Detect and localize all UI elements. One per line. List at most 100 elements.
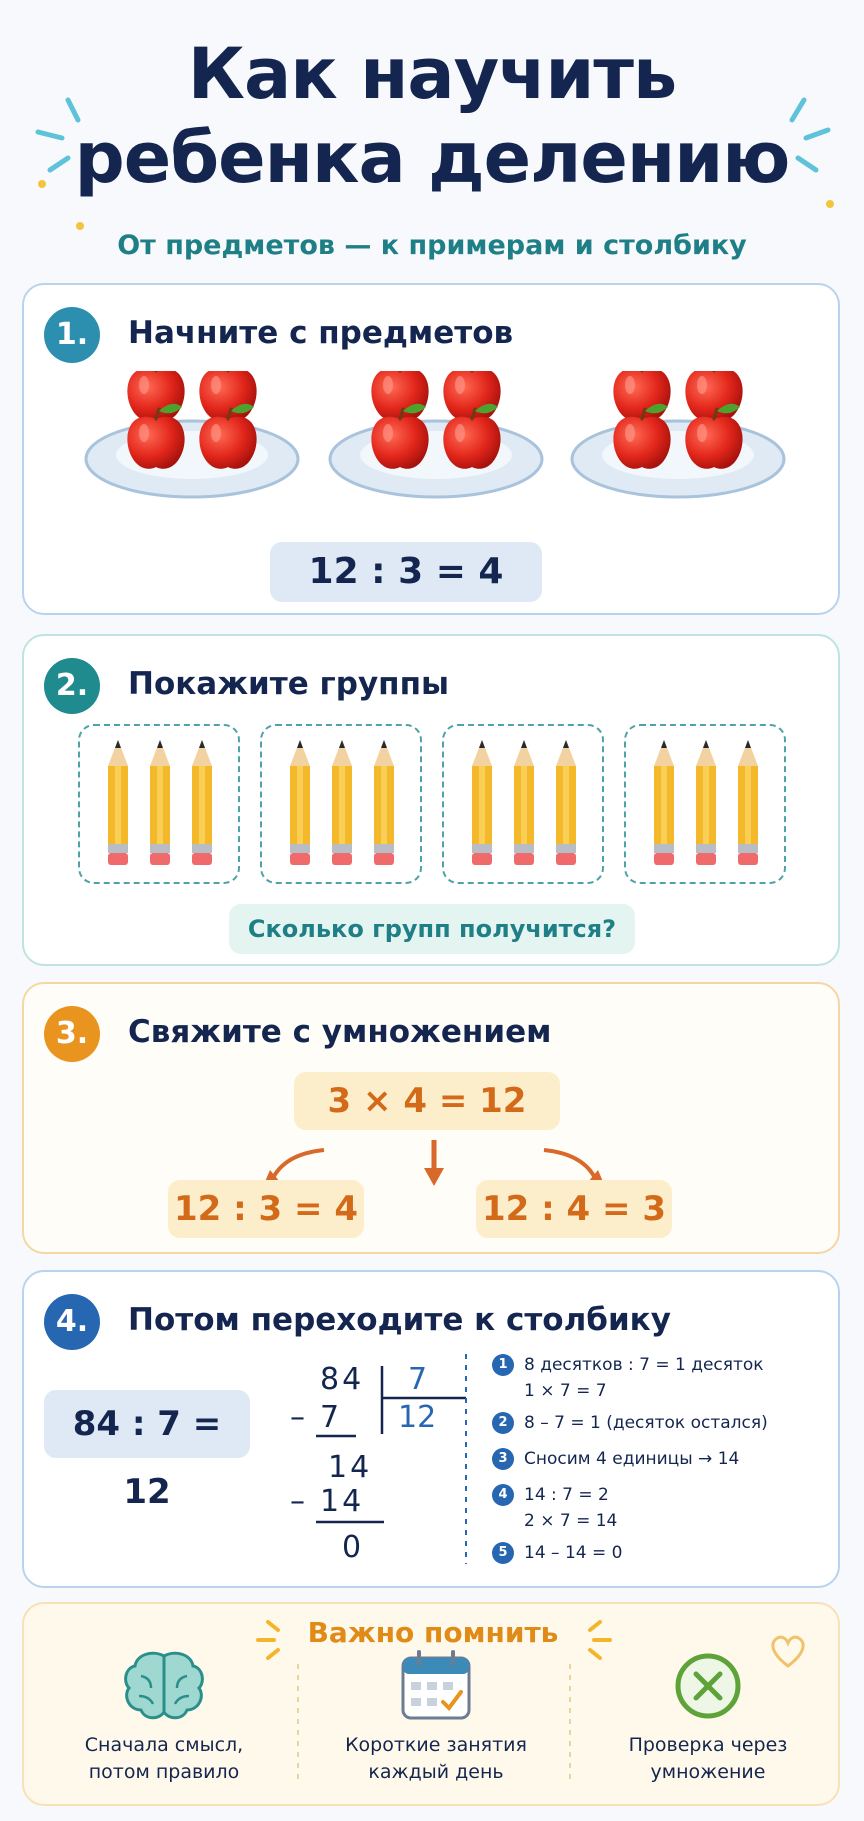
section-title: Покажите группы xyxy=(128,666,450,702)
sparkle-left-icon xyxy=(35,97,84,230)
pencil-group-3 xyxy=(442,724,604,884)
brain-icon xyxy=(124,1651,204,1720)
page-title-line1: Как научить xyxy=(187,33,678,115)
heart-icon xyxy=(771,1635,805,1668)
equation-box: 84 : 7 = 12 xyxy=(44,1390,250,1512)
apple-icon xyxy=(685,403,743,469)
tip-label-line1: Короткие занятия xyxy=(345,1734,527,1756)
step-number: 1 xyxy=(492,1354,514,1376)
tip-daily xyxy=(306,1648,566,1726)
pencil-icon xyxy=(290,740,394,865)
tip-label: Короткие занятия каждый день xyxy=(306,1732,566,1786)
tip-label-line1: Проверка через xyxy=(628,1734,788,1756)
section-multiplication: 3. Свяжите с умножением 3 × 4 = 12 12 : … xyxy=(22,982,840,1254)
page-title-line2: ребенка делению xyxy=(74,117,791,199)
step-2: 2 8 – 7 = 1 (десяток остался) xyxy=(492,1410,768,1436)
section-remember: Важно помнить Сначала смысл, потом прави… xyxy=(22,1602,840,1806)
calendar-icon xyxy=(401,1650,471,1720)
right-equation-box: 12 : 4 = 3 xyxy=(476,1180,672,1238)
section-objects: 1. Начните с предметов 12 : 3 = 4 xyxy=(22,283,840,615)
main-equation-box: 3 × 4 = 12 xyxy=(294,1072,560,1130)
step-number: 4 xyxy=(492,1484,514,1506)
tip-meaning xyxy=(34,1648,294,1726)
pencil-icon xyxy=(108,740,212,865)
divider-line xyxy=(465,1354,467,1564)
divider-line xyxy=(569,1664,571,1784)
question-box: Сколько групп получится? xyxy=(229,904,635,954)
tip-label: Сначала смысл, потом правило xyxy=(34,1732,294,1786)
tip-label-line1: Сначала смысл, xyxy=(84,1734,244,1756)
pencil-icon xyxy=(654,740,758,865)
pencil-icon xyxy=(192,740,212,865)
pencil-group-1 xyxy=(78,724,240,884)
pencil-icon xyxy=(108,740,128,865)
pencil-icon xyxy=(556,740,576,865)
apple-icon xyxy=(613,371,671,421)
section-long-division: 4. Потом переходите к столбику 84 : 7 = … xyxy=(22,1270,840,1588)
apple-icon xyxy=(443,403,501,469)
pencil-group-2 xyxy=(260,724,422,884)
tip-label-line2: каждый день xyxy=(368,1761,504,1783)
pencil-icon xyxy=(472,740,576,865)
pencil-icon xyxy=(290,740,310,865)
step-number: 3 xyxy=(492,1448,514,1470)
section-title: Потом переходите к столбику xyxy=(128,1302,671,1338)
tip-label-line2: потом правило xyxy=(88,1761,240,1783)
apple-plates-illustration xyxy=(84,371,786,499)
step-number: 5 xyxy=(492,1542,514,1564)
pencil-icon xyxy=(332,740,352,865)
plate-1 xyxy=(84,419,300,499)
step-text: 8 – 7 = 1 (десяток остался) xyxy=(524,1413,768,1433)
page-subtitle: От предметов — к примерам и столбику xyxy=(117,230,747,261)
division-lines xyxy=(316,1366,466,1524)
step-text: 14 : 7 = 2 xyxy=(524,1485,609,1505)
step-text: 14 – 14 = 0 xyxy=(524,1543,623,1563)
pencil-icon xyxy=(654,740,674,865)
divider-line xyxy=(297,1664,299,1784)
step-text-2: 1 × 7 = 7 xyxy=(524,1381,607,1401)
pencil-icon xyxy=(514,740,534,865)
plate-3 xyxy=(570,419,786,499)
section-number: 3. xyxy=(44,1006,100,1062)
quotient: 12 xyxy=(398,1400,437,1435)
apple-icon xyxy=(127,403,185,469)
apple-icon xyxy=(371,371,429,421)
apple-icon xyxy=(199,403,257,469)
apple-icon xyxy=(613,403,671,469)
pencil-icon xyxy=(374,740,394,865)
apple-icon xyxy=(443,371,501,421)
tip-check xyxy=(578,1648,838,1726)
equation-box: 12 : 3 = 4 xyxy=(270,542,542,602)
step-text: 8 десятков : 7 = 1 десяток xyxy=(524,1355,764,1375)
remember-title: Важно помнить xyxy=(307,1616,559,1649)
apple-icon xyxy=(199,371,257,421)
step-number: 2 xyxy=(492,1412,514,1434)
minus-sign: – xyxy=(290,1400,305,1435)
left-equation-box: 12 : 3 = 4 xyxy=(168,1180,364,1238)
section-number: 1. xyxy=(44,307,100,363)
pencil-icon xyxy=(738,740,758,865)
pencil-group-4 xyxy=(624,724,786,884)
plate-2 xyxy=(328,419,544,499)
section-groups: 2. Покажите группы Сколько групп получит… xyxy=(22,634,840,966)
subtrahend-2: 14 xyxy=(320,1484,365,1519)
pencil-icon xyxy=(150,740,170,865)
apple-icon xyxy=(685,371,743,421)
section-number: 2. xyxy=(44,658,100,714)
step-1: 1 8 десятков : 7 = 1 десяток 1 × 7 = 7 xyxy=(492,1352,764,1404)
tip-label: Проверка через умножение xyxy=(578,1732,838,1786)
apple-icon xyxy=(371,403,429,469)
page-title: Как научить ребенка делению xyxy=(0,32,864,200)
sparkle-icon xyxy=(256,1620,612,1660)
sparkle-right-icon xyxy=(789,97,834,208)
apple-icon xyxy=(127,371,185,421)
step-5: 5 14 – 14 = 0 xyxy=(492,1540,622,1566)
tip-label-line2: умножение xyxy=(650,1761,766,1783)
section-title: Начните с предметов xyxy=(128,315,514,351)
section-title: Свяжите с умножением xyxy=(128,1014,552,1050)
divisor: 7 xyxy=(408,1362,428,1397)
subtrahend-1: 7 xyxy=(320,1400,340,1435)
final-remainder: 0 xyxy=(342,1530,362,1565)
